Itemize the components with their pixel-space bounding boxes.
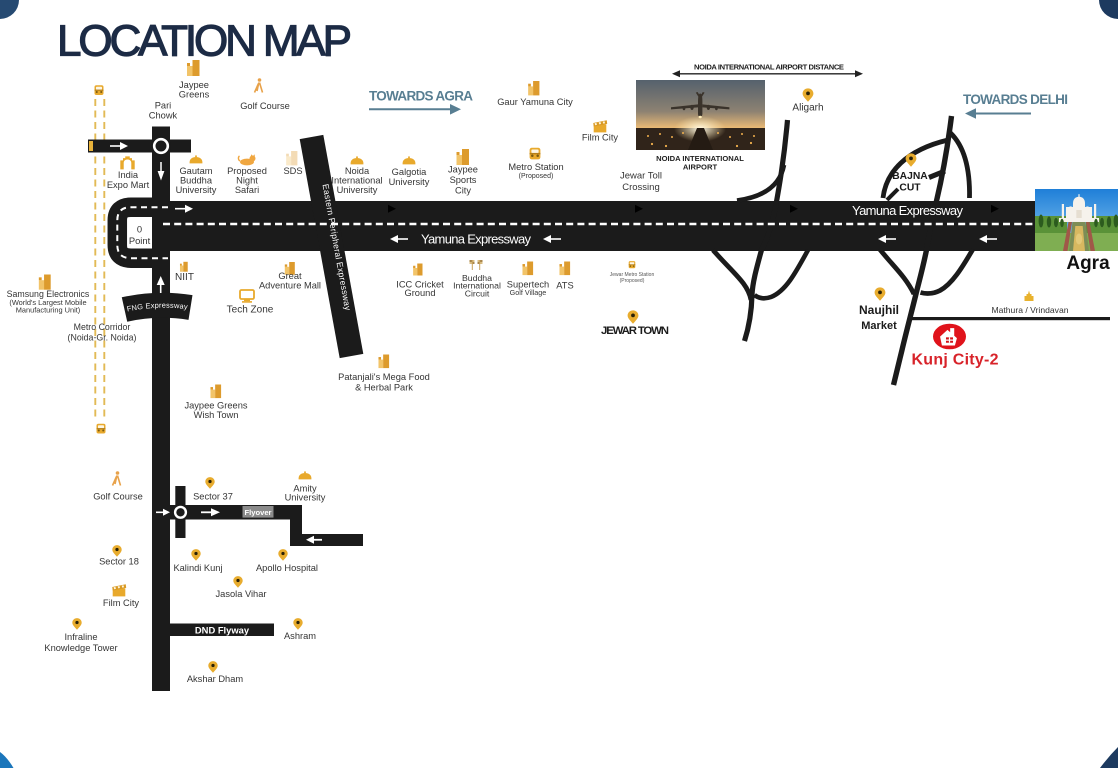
svg-text:AIRPORT: AIRPORT	[683, 163, 718, 172]
svg-text:Chowk: Chowk	[149, 111, 178, 121]
svg-text:Kalindi Kunj: Kalindi Kunj	[173, 563, 222, 573]
svg-text:DND Flyway: DND Flyway	[195, 625, 250, 636]
svg-text:ICC Cricket: ICC Cricket	[396, 280, 444, 290]
svg-text:Jewar Toll: Jewar Toll	[620, 171, 662, 182]
svg-text:Film City: Film City	[103, 598, 139, 608]
svg-text:Naujhil: Naujhil	[859, 303, 899, 317]
svg-text:SDS: SDS	[283, 166, 302, 176]
svg-text:Adventure Mall: Adventure Mall	[259, 281, 321, 291]
svg-text:Golf Village: Golf Village	[510, 288, 547, 297]
svg-text:Golf Course: Golf Course	[240, 101, 290, 111]
svg-text:Ashram: Ashram	[284, 631, 316, 641]
svg-text:Apollo Hospital: Apollo Hospital	[256, 563, 318, 573]
svg-text:Buddha: Buddha	[462, 273, 492, 283]
svg-text:Pari: Pari	[155, 101, 172, 111]
svg-text:Night: Night	[236, 176, 258, 186]
svg-text:Greens: Greens	[179, 90, 210, 100]
svg-text:CUT: CUT	[899, 183, 921, 194]
svg-text:& Herbal Park: & Herbal Park	[355, 383, 413, 393]
svg-text:Film City: Film City	[582, 133, 618, 143]
svg-text:(Noida-Gr. Noida): (Noida-Gr. Noida)	[68, 333, 137, 343]
svg-text:Sports: Sports	[450, 175, 477, 185]
svg-text:Safari: Safari	[235, 185, 259, 195]
svg-text:Point: Point	[129, 235, 151, 246]
svg-text:Gaur Yamuna City: Gaur Yamuna City	[497, 97, 573, 107]
svg-text:Agra: Agra	[1066, 253, 1110, 274]
svg-text:Sector 37: Sector 37	[193, 492, 233, 502]
svg-text:Patanjali's Mega Food: Patanjali's Mega Food	[338, 372, 430, 382]
svg-text:Ground: Ground	[404, 288, 435, 298]
svg-text:BAJNA: BAJNA	[892, 171, 928, 182]
svg-text:Proposed: Proposed	[227, 166, 267, 176]
svg-text:NOIDA INTERNATIONAL AIRPORT DI: NOIDA INTERNATIONAL AIRPORT DISTANCE	[694, 63, 844, 72]
svg-text:Gautam: Gautam	[179, 166, 212, 176]
svg-text:Noida: Noida	[345, 166, 370, 176]
svg-text:Market: Market	[861, 320, 897, 332]
svg-text:India: India	[118, 170, 139, 180]
svg-text:Kunj City-2: Kunj City-2	[912, 352, 999, 369]
svg-text:Yamuna Expressway: Yamuna Expressway	[421, 232, 532, 247]
svg-text:University: University	[337, 185, 378, 195]
svg-text:University: University	[285, 493, 326, 503]
svg-text:University: University	[176, 185, 217, 195]
svg-text:Aligarh: Aligarh	[792, 103, 823, 114]
svg-text:Buddha: Buddha	[180, 176, 213, 186]
svg-text:(World's Largest Mobile: (World's Largest Mobile	[9, 298, 86, 307]
svg-text:Yamuna Expressway: Yamuna Expressway	[852, 203, 964, 218]
svg-text:Circuit: Circuit	[465, 288, 490, 298]
svg-text:(Proposed): (Proposed)	[519, 173, 554, 180]
svg-text:NOIDA INTERNATIONAL: NOIDA INTERNATIONAL	[656, 154, 744, 163]
svg-text:0: 0	[137, 224, 142, 235]
svg-text:Akshar Dham: Akshar Dham	[187, 674, 244, 684]
svg-text:ATS: ATS	[556, 281, 573, 291]
svg-text:Supertech: Supertech	[507, 280, 549, 290]
svg-text:Jaypee: Jaypee	[448, 165, 478, 175]
svg-text:Metro Station: Metro Station	[508, 162, 563, 172]
svg-text:Flyover: Flyover	[244, 508, 271, 517]
svg-text:City: City	[455, 186, 471, 196]
svg-text:Knowledge Tower: Knowledge Tower	[44, 643, 117, 653]
svg-text:International: International	[331, 176, 382, 186]
svg-text:University: University	[389, 177, 430, 187]
svg-text:Sector 18: Sector 18	[99, 557, 139, 567]
svg-text:NIIT: NIIT	[175, 272, 194, 283]
svg-text:Metro Corridor: Metro Corridor	[74, 322, 131, 332]
svg-text:International: International	[453, 281, 501, 291]
svg-text:Crossing: Crossing	[622, 182, 660, 193]
svg-text:Jasola Vihar: Jasola Vihar	[216, 589, 267, 599]
svg-text:Great: Great	[278, 271, 302, 281]
svg-text:Galgotia: Galgotia	[392, 167, 427, 177]
svg-text:JEWAR TOWN: JEWAR TOWN	[601, 325, 669, 337]
svg-text:TOWARDS DELHI: TOWARDS DELHI	[963, 92, 1068, 107]
svg-text:Tech Zone: Tech Zone	[227, 305, 274, 316]
svg-text:Jaypee Greens: Jaypee Greens	[184, 401, 247, 411]
svg-text:TOWARDS AGRA: TOWARDS AGRA	[369, 89, 473, 104]
svg-text:Wish Town: Wish Town	[194, 410, 239, 420]
svg-text:Expo Mart: Expo Mart	[107, 180, 150, 190]
svg-text:Manufacturing Unit): Manufacturing Unit)	[16, 305, 81, 314]
svg-text:Infraline: Infraline	[64, 632, 97, 642]
svg-text:(Proposed): (Proposed)	[620, 278, 645, 284]
svg-text:Jewar Metro Station: Jewar Metro Station	[610, 272, 655, 278]
svg-text:Amity: Amity	[293, 484, 317, 494]
svg-text:Jaypee: Jaypee	[179, 80, 209, 90]
svg-text:Golf Course: Golf Course	[93, 492, 143, 502]
svg-text:Samsung Electronics: Samsung Electronics	[7, 289, 90, 299]
svg-text:Mathura / Vrindavan: Mathura / Vrindavan	[991, 305, 1068, 315]
svg-text:LOCATION MAP: LOCATION MAP	[57, 17, 352, 66]
